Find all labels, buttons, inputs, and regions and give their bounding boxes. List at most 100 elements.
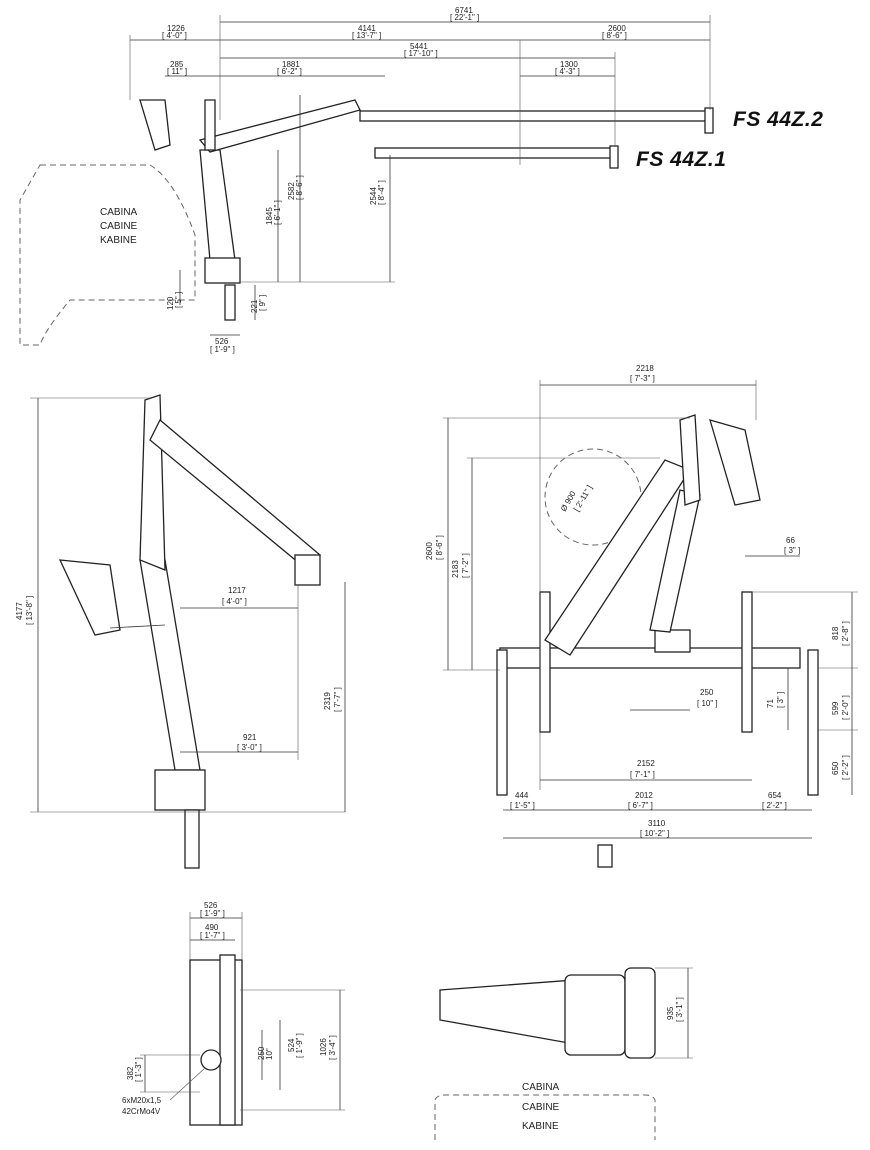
dim-285-ft: [ 11" ] <box>167 67 187 76</box>
dim-921-ft: [ 3'-0" ] <box>237 743 262 752</box>
dim-818-ft: [ 2'-8" ] <box>841 621 850 646</box>
dim-1217: 1217 <box>228 586 246 595</box>
dim-382: 382 <box>126 1066 135 1080</box>
cabin-label-it: CABINA <box>100 207 138 218</box>
cabin-outline <box>19 164 196 346</box>
column-left-view <box>139 559 201 771</box>
front-view: 2218 [ 7'-3" ] Ø 900 [ 2'-11" ] 2600 [ 8… <box>425 364 858 868</box>
dim-2600-ft: [ 8'-6" ] <box>602 31 627 40</box>
dim-2183-ft: [ 7'-2" ] <box>461 553 470 578</box>
stabilizer-leg <box>224 284 236 321</box>
dim-6741: 6741 <box>455 6 473 15</box>
dim-599-ft: [ 2'-0" ] <box>841 695 850 720</box>
dim-3110: 3110 <box>648 819 666 828</box>
dim-2600: 2600 <box>608 24 626 33</box>
dim-2012-ft: [ 6'-7" ] <box>628 801 653 810</box>
dim-526-base-ft: [ 1'-9" ] <box>200 909 225 918</box>
model-label-fs44z1: FS 44Z.1 <box>636 148 727 171</box>
cabin-label-fr: CABINE <box>100 221 138 232</box>
dim-71-ft: [ 3" ] <box>776 692 785 708</box>
operator-seat <box>139 99 171 151</box>
dim-6741-ft: [ 22'-1" ] <box>450 13 479 22</box>
dim-66: 66 <box>786 536 795 545</box>
dim-654-ft: [ 2'-2" ] <box>762 801 787 810</box>
dim-490-ft: [ 1'-7" ] <box>200 931 225 940</box>
dim-4177: 4177 <box>15 602 24 620</box>
dim-1300: 1300 <box>560 60 578 69</box>
dim-5441: 5441 <box>410 42 428 51</box>
dim-444-ft: [ 1'-5" ] <box>510 801 535 810</box>
dim-221: 221 <box>250 299 259 313</box>
left-side-view: 4177 [ 13'-8" ] 1217 [ 4'-0" ] 2319 [ 7'… <box>15 394 346 869</box>
boom-pivot <box>204 99 216 151</box>
base-column <box>219 954 236 1126</box>
boom-top-view <box>439 979 581 1046</box>
leg-foot-front-view <box>597 844 613 868</box>
dim-2600-front-ft: [ 8'-6" ] <box>435 535 444 560</box>
dim-2319: 2319 <box>323 692 332 710</box>
mast-front-view <box>679 414 701 506</box>
dim-1845: 1845 <box>265 207 274 225</box>
dim-250-base-ft: 10" <box>265 1048 274 1060</box>
dim-2600-front: 2600 <box>425 542 434 560</box>
dim-120: 120 <box>166 296 175 310</box>
dim-250-base: 250 <box>257 1046 266 1060</box>
dim-524-ft: [ 1'-9" ] <box>295 1033 304 1058</box>
dim-654: 654 <box>768 791 782 800</box>
boom-head-left-view <box>294 554 321 586</box>
dim-66-ft: [ 3" ] <box>784 546 800 555</box>
dim-2582-ft: [ 8'-6" ] <box>295 175 304 200</box>
dim-2183: 2183 <box>451 560 460 578</box>
dim-2152: 2152 <box>637 759 655 768</box>
dim-4177-ft: [ 13'-8" ] <box>25 596 34 625</box>
seat-top-view <box>624 967 656 1059</box>
side-view: CABINA CABINE KABINE <box>19 6 714 354</box>
leg-left-view <box>184 809 200 869</box>
dim-2218: 2218 <box>636 364 654 373</box>
dim-2582: 2582 <box>287 182 296 200</box>
dim-3110-ft: [ 10'-2" ] <box>640 829 669 838</box>
dim-285: 285 <box>170 60 184 69</box>
arm-tip-z1 <box>609 145 619 169</box>
leg-outer-left <box>496 649 508 796</box>
main-boom <box>198 99 361 153</box>
dim-921: 921 <box>243 733 257 742</box>
slewing-base <box>654 629 691 653</box>
top-view: 935 [ 3'-1" ] CABINA CABINE KABINE <box>434 967 693 1140</box>
model-label-fs44z2: FS 44Z.2 <box>733 108 824 131</box>
cabin-outline-top-view <box>434 1094 656 1140</box>
dim-2152-ft: [ 7'-1" ] <box>630 770 655 779</box>
leg-outer-right <box>807 649 819 796</box>
dim-221-ft: [ 9" ] <box>258 295 267 311</box>
dim-1881-ft: [ 6'-2" ] <box>277 67 302 76</box>
dim-1026-ft: [ 3'-4" ] <box>328 1035 337 1060</box>
dim-2319-ft: [ 7'-7" ] <box>333 687 342 712</box>
dim-1881: 1881 <box>282 60 300 69</box>
crane-base <box>204 257 241 284</box>
dim-526: 526 <box>215 337 229 346</box>
bolt-material: 42CrMo4V <box>122 1107 161 1116</box>
bolt-spec: 6xM20x1,5 <box>122 1096 162 1105</box>
cabin-label-fr-bottom: CABINE <box>522 1102 560 1113</box>
dim-1300-ft: [ 4'-3" ] <box>555 67 580 76</box>
dim-935: 935 <box>666 1006 675 1020</box>
extension-arm-z1 <box>374 147 616 159</box>
leg-inner-right <box>741 591 753 733</box>
dim-250-front-ft: [ 10" ] <box>697 699 718 708</box>
arm-tip-z2 <box>704 107 714 134</box>
crane-column <box>199 149 236 261</box>
dim-1226-ft: [ 4'-0" ] <box>162 31 187 40</box>
boom-inclined-left-view <box>149 418 322 569</box>
dim-526-ft: [ 1'-9" ] <box>210 345 235 354</box>
dim-250-front: 250 <box>700 688 714 697</box>
seat-front-view <box>709 419 761 506</box>
dim-2012: 2012 <box>635 791 653 800</box>
dim-935-ft: [ 3'-1" ] <box>675 997 684 1022</box>
dim-382-ft: [ 1'-3" ] <box>134 1057 143 1082</box>
dim-599: 599 <box>831 701 840 715</box>
dim-5441-ft: [ 17'-10" ] <box>404 49 438 58</box>
dim-1226: 1226 <box>167 24 185 33</box>
dim-1845-ft: [ 6'-1" ] <box>273 200 282 225</box>
leg-inner-left <box>539 591 551 733</box>
cabin-label-de-bottom: KABINE <box>522 1121 559 1132</box>
